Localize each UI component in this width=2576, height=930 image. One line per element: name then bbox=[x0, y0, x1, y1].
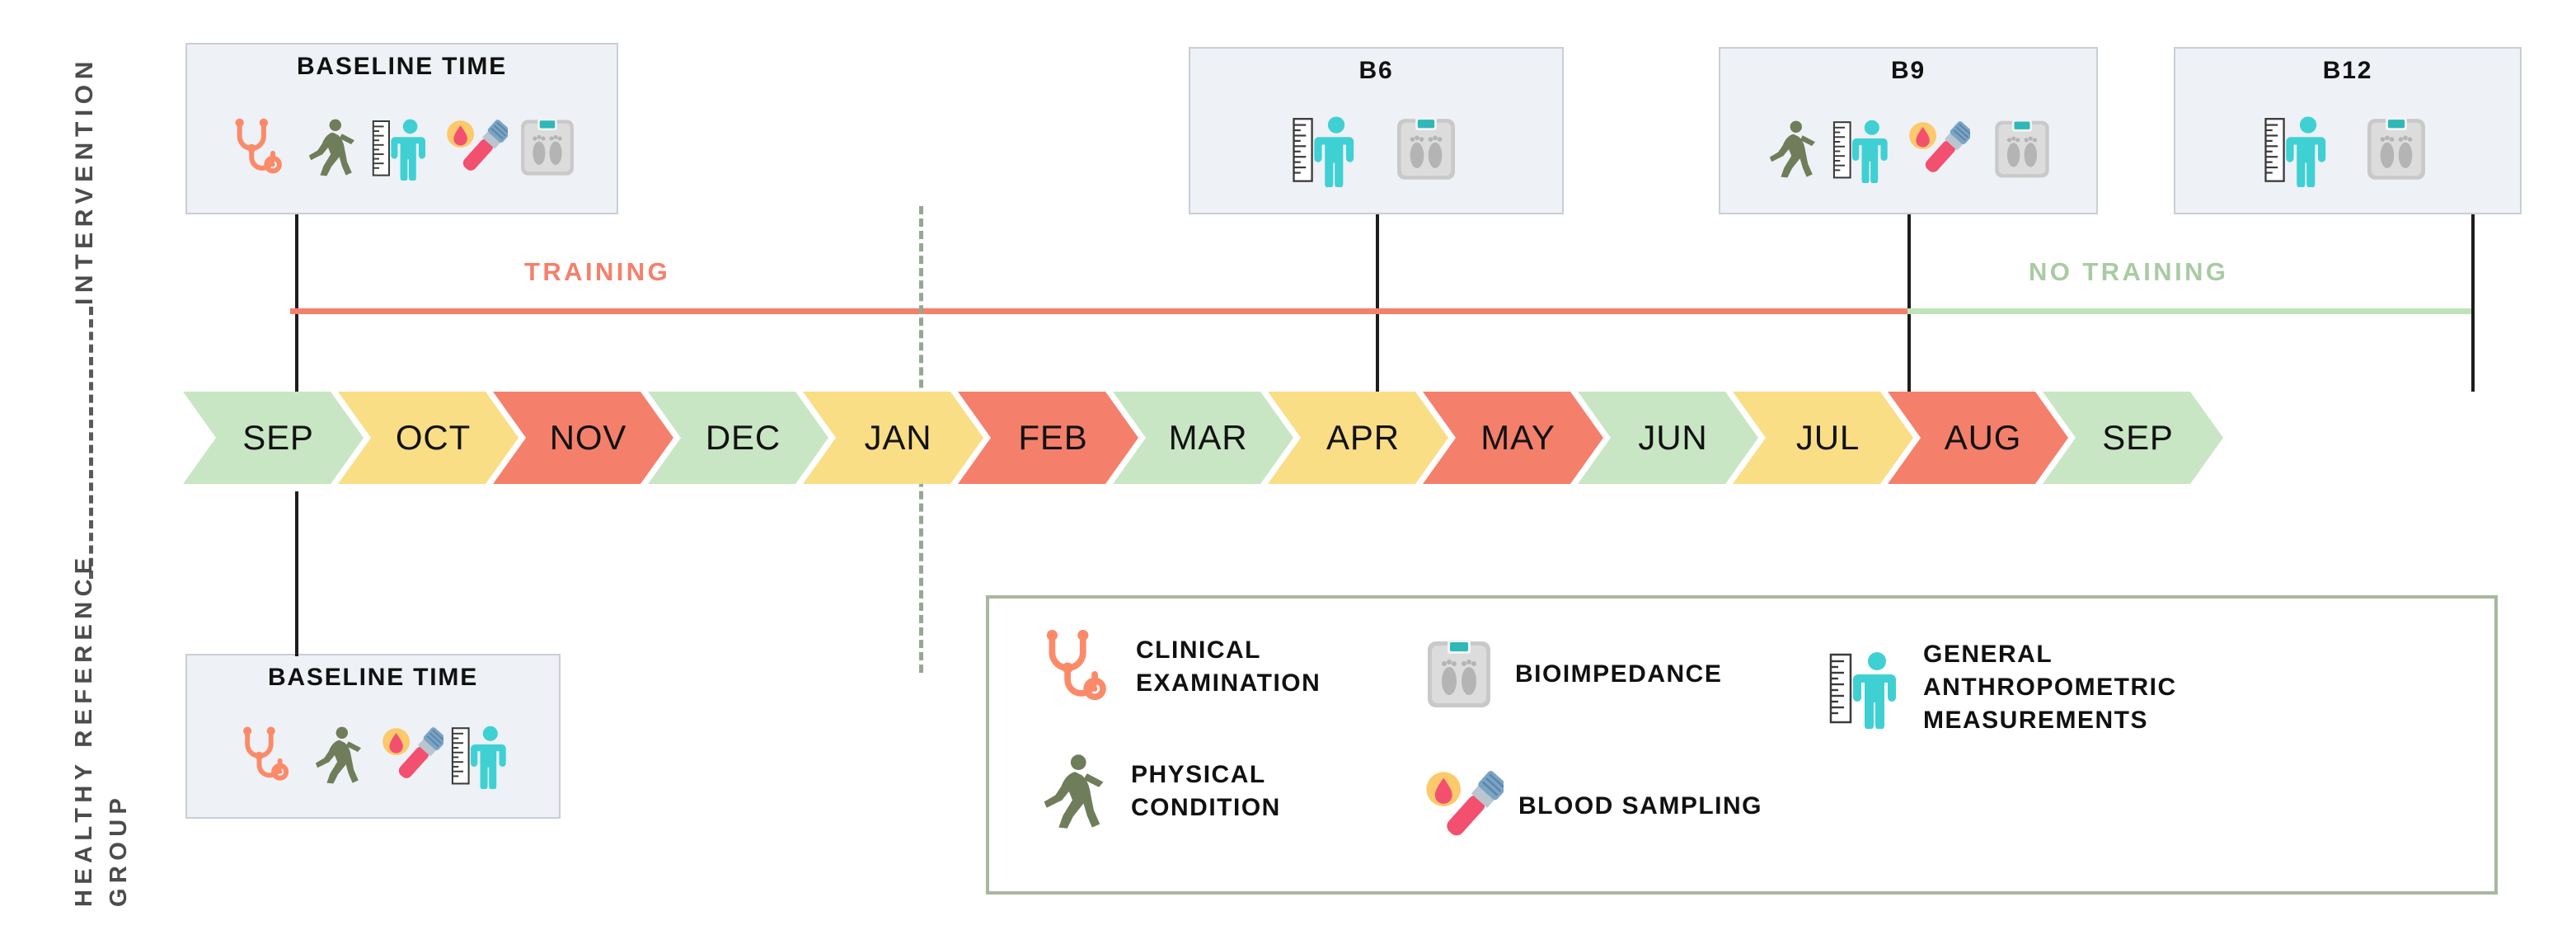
event-box-b6[interactable]: B6 bbox=[1189, 47, 1564, 214]
group-label-healthy-reference: HEALTHY REFERENCE bbox=[71, 552, 97, 907]
ruler-person-icon bbox=[2261, 111, 2337, 187]
month-chevron[interactable]: OCT bbox=[338, 392, 518, 484]
month-label: NOV bbox=[549, 418, 627, 457]
month-label: JUL bbox=[1795, 418, 1860, 457]
month-label: FEB bbox=[1018, 418, 1088, 457]
event-box-icons bbox=[223, 82, 582, 213]
phase-label-training: TRAINING bbox=[524, 257, 671, 286]
group-divider-dashed bbox=[89, 307, 93, 579]
event-box-icons bbox=[231, 693, 516, 817]
runner-icon bbox=[1759, 116, 1825, 182]
month-chevron[interactable]: AUG bbox=[1888, 392, 2068, 484]
ruler-person-icon bbox=[1830, 115, 1898, 183]
month-chevron[interactable]: APR bbox=[1268, 392, 1448, 484]
legend-item-bioimpedance: BIOIMPEDANCE bbox=[1418, 633, 1722, 716]
event-box-title: BASELINE TIME bbox=[267, 664, 479, 691]
event-box-title: B9 bbox=[1891, 57, 1926, 84]
stethoscope-icon bbox=[223, 112, 293, 183]
month-chevron[interactable]: SEP bbox=[2043, 392, 2223, 484]
month-label: MAR bbox=[1168, 418, 1248, 457]
month-timeline: SEP OCT NOV DEC JAN FEB MAR APR MAY JUN … bbox=[183, 392, 2198, 484]
ruler-person-icon bbox=[1289, 111, 1365, 187]
runner-icon bbox=[1030, 749, 1116, 834]
blood-sampling-icon bbox=[440, 114, 508, 181]
bioimpedance-scale-icon bbox=[1987, 114, 2058, 185]
connector-line-b9 bbox=[1907, 214, 1911, 392]
bioimpedance-scale-icon bbox=[1418, 633, 1500, 716]
event-box-title: BASELINE TIME bbox=[296, 53, 508, 80]
ruler-person-icon bbox=[1826, 646, 1908, 729]
month-label: JUN bbox=[1638, 418, 1708, 457]
runner-icon bbox=[298, 115, 364, 181]
connector-line-baseline-bottom bbox=[295, 491, 298, 656]
blood-sampling-icon bbox=[376, 721, 443, 789]
legend-label: BIOIMPEDANCE bbox=[1515, 660, 1723, 688]
legend-label: PHYSICAL CONDITION bbox=[1131, 761, 1281, 821]
legend-item-clinical-examination: CLINICAL EXAMINATION bbox=[1030, 622, 1321, 712]
month-chevron[interactable]: JUL bbox=[1733, 392, 1913, 484]
phase-rule-no-training bbox=[1907, 308, 2471, 314]
month-chevron[interactable]: JUN bbox=[1578, 392, 1758, 484]
stethoscope-icon bbox=[231, 721, 300, 790]
month-label: AUG bbox=[1944, 418, 2022, 457]
legend-item-general-anthropometric: GENERAL ANTHROPOMETRIC MEASUREMENTS bbox=[1826, 638, 2177, 737]
legend-panel: CLINICAL EXAMINATION PHYSICAL CONDITION … bbox=[986, 595, 2498, 895]
month-label: JAN bbox=[864, 418, 932, 457]
month-label: APR bbox=[1326, 418, 1400, 457]
stethoscope-icon bbox=[1030, 622, 1121, 712]
event-box-b12[interactable]: B12 bbox=[2174, 47, 2522, 214]
runner-icon bbox=[305, 722, 371, 788]
event-box-b9[interactable]: B9 bbox=[1719, 47, 2098, 214]
connector-line-baseline-top bbox=[295, 214, 298, 392]
bioimpedance-scale-icon bbox=[1388, 111, 1464, 187]
bioimpedance-scale-icon bbox=[2358, 111, 2434, 187]
month-chevron[interactable]: MAR bbox=[1113, 392, 1293, 484]
month-chevron[interactable]: MAY bbox=[1423, 392, 1603, 484]
phase-rule-training bbox=[290, 308, 1907, 314]
legend-item-blood-sampling: BLOOD SAMPLING bbox=[1418, 763, 1762, 849]
event-box-baseline-top[interactable]: BASELINE TIME bbox=[185, 43, 618, 214]
legend-label: GENERAL ANTHROPOMETRIC MEASUREMENTS bbox=[1923, 641, 2177, 734]
event-box-baseline-bottom[interactable]: BASELINE TIME bbox=[185, 654, 561, 819]
month-label: SEP bbox=[242, 418, 314, 457]
event-box-title: B12 bbox=[2322, 57, 2373, 84]
legend-label: CLINICAL EXAMINATION bbox=[1136, 636, 1321, 697]
month-chevron[interactable]: SEP bbox=[183, 392, 364, 484]
blood-sampling-icon bbox=[1903, 115, 1970, 183]
group-label-intervention: INTERVENTION bbox=[71, 55, 98, 305]
month-chevron[interactable]: NOV bbox=[493, 392, 673, 484]
month-chevron[interactable]: DEC bbox=[648, 392, 828, 484]
event-box-icons bbox=[2261, 86, 2434, 213]
connector-line-b6 bbox=[1376, 214, 1379, 392]
ruler-person-icon bbox=[369, 115, 435, 181]
bioimpedance-scale-icon bbox=[513, 113, 582, 182]
event-box-title: B6 bbox=[1358, 57, 1394, 84]
event-box-icons bbox=[1289, 86, 1464, 213]
event-box-icons bbox=[1759, 86, 2058, 213]
blood-sampling-icon bbox=[1418, 763, 1504, 849]
month-label: DEC bbox=[705, 418, 781, 457]
month-chevron[interactable]: JAN bbox=[803, 392, 983, 484]
legend-item-physical-condition: PHYSICAL CONDITION bbox=[1030, 749, 1281, 834]
group-label-group: GROUP bbox=[106, 792, 132, 907]
connector-line-b12 bbox=[2471, 214, 2475, 392]
ruler-person-icon bbox=[448, 721, 516, 789]
legend-label: BLOOD SAMPLING bbox=[1518, 792, 1762, 820]
month-label: MAY bbox=[1480, 418, 1555, 457]
month-label: SEP bbox=[2102, 418, 2174, 457]
month-label: OCT bbox=[395, 418, 472, 457]
month-chevron[interactable]: FEB bbox=[958, 392, 1138, 484]
phase-label-no-training: NO TRAINING bbox=[2029, 257, 2229, 286]
